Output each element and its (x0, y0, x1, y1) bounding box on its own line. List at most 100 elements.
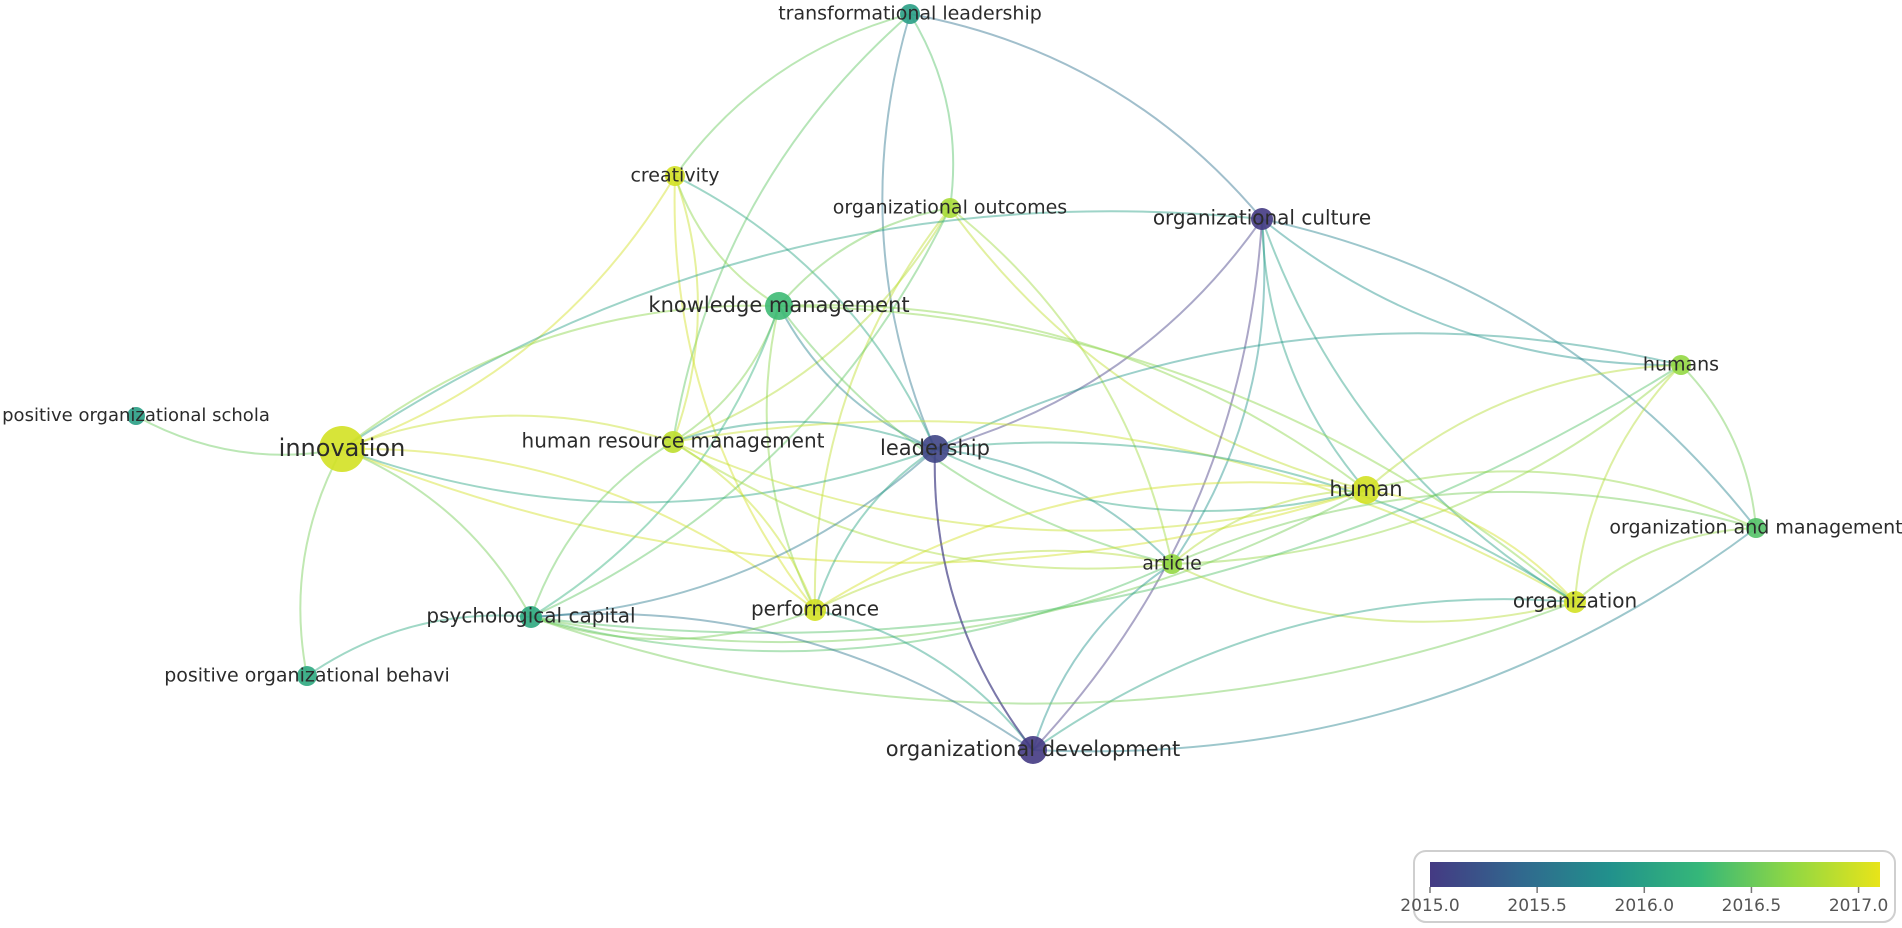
label-transformational-leadership[interactable]: transformational leadership (778, 3, 1042, 25)
edge-organizational_culture-article (1171, 218, 1266, 565)
node-human-resource-management[interactable] (662, 431, 684, 453)
label-leadership[interactable]: leadership (880, 436, 990, 460)
edge-psychological_capital-organizational_development (530, 612, 1034, 751)
edge-humans-psychological_capital (530, 364, 1682, 634)
edge-human-psychological_capital (530, 489, 1367, 644)
edge-psychological_capital-positive_organizational_behavi (306, 614, 532, 677)
edge-article-performance (814, 549, 1173, 611)
edge-humans-organization (1574, 364, 1682, 603)
edge-organization-organization_and_management (1574, 527, 1757, 603)
node-creativity[interactable] (665, 166, 685, 186)
label-human[interactable]: human (1329, 477, 1402, 501)
edge-organizational_culture-humans (1261, 218, 1682, 367)
edge-knowledge_management-innovation (341, 304, 780, 450)
edge-transformational_leadership-organizational_culture (909, 13, 1263, 220)
node-transformational-leadership[interactable] (900, 4, 920, 24)
edge-innovation-psychological_capital (341, 448, 532, 618)
node-layer (127, 4, 1766, 764)
node-organizational-outcomes[interactable] (940, 198, 960, 218)
label-organization-and-management[interactable]: organization and management (1609, 517, 1902, 539)
edge-organization-psychological_capital (530, 601, 1576, 705)
edge-transformational_leadership-organizational_outcomes (909, 13, 955, 209)
node-positive-organizational-schola[interactable] (127, 407, 145, 425)
edge-humans-organization_and_management (1680, 364, 1757, 529)
edge-organization-organizational_development (1032, 598, 1576, 751)
edge-human-organization_and_management (1365, 470, 1757, 529)
edge-creativity-performance (673, 175, 816, 611)
node-organization-and-management[interactable] (1746, 518, 1766, 538)
edge-creativity-knowledge_management (674, 175, 780, 307)
node-psychological-capital[interactable] (520, 606, 542, 628)
label-organizational-development[interactable]: organizational development (886, 737, 1180, 761)
node-article[interactable] (1162, 554, 1182, 574)
legend-tick-label: 2016.5 (1722, 896, 1781, 916)
edge-human_resource_management-organization (672, 420, 1576, 603)
edge-article-organizational_development (1032, 563, 1173, 751)
edge-humans-article (1171, 364, 1682, 565)
edge-knowledge_management-human_resource_management (672, 305, 780, 443)
edge-knowledge_management-leadership (778, 305, 936, 450)
edge-leadership-psychological_capital (530, 448, 936, 618)
edge-leadership-organization (934, 441, 1576, 603)
edge-article-organization (1171, 563, 1576, 623)
label-article[interactable]: article (1142, 553, 1202, 575)
edge-transformational_leadership-creativity (674, 13, 911, 177)
node-organization[interactable] (1564, 591, 1586, 613)
edge-organizational_development-leadership (933, 448, 1034, 751)
label-organizational-culture[interactable]: organizational culture (1153, 206, 1371, 230)
edge-innovation-positive_organizational_behavi (299, 448, 343, 677)
edge-organizational_outcomes-performance (813, 207, 951, 611)
node-human[interactable] (1352, 476, 1380, 504)
node-performance[interactable] (804, 599, 826, 621)
node-knowledge-management[interactable] (765, 292, 793, 320)
label-organizational-outcomes[interactable]: organizational outcomes (833, 197, 1067, 219)
label-positive-organizational-behavi[interactable]: positive organizational behavi (164, 665, 450, 687)
edge-organizational_development-organization_and_management (1032, 527, 1757, 753)
label-knowledge-management[interactable]: knowledge management (648, 293, 909, 317)
label-layer: transformational leadership creativity org… (2, 3, 1902, 762)
edge-organizational_outcomes-knowledge_management (778, 207, 951, 307)
edge-human-organization (1365, 489, 1576, 603)
label-innovation[interactable]: innovation (279, 434, 406, 462)
edge-layer (135, 13, 1757, 753)
edge-organizational_outcomes-human (949, 207, 1367, 491)
legend-tick-label: 2015.5 (1507, 896, 1566, 916)
edge-human_resource_management-performance (672, 441, 816, 611)
node-positive-organizational-behavi[interactable] (297, 666, 317, 686)
label-positive-organizational-schola[interactable]: positive organizational schola (2, 405, 270, 426)
node-organizational-development[interactable] (1019, 736, 1047, 764)
label-creativity[interactable]: creativity (630, 165, 719, 187)
edge-innovation-human_resource_management (341, 414, 674, 450)
label-psychological-capital[interactable]: psychological capital (426, 604, 635, 628)
node-organizational-culture[interactable] (1251, 208, 1273, 230)
edge-creativity-innovation (341, 175, 676, 450)
edge-innovation-human (341, 448, 1367, 564)
edge-psychological_capital-performance (530, 609, 816, 641)
edge-article-organization_and_management (1171, 490, 1757, 565)
legend-tick-label: 2016.0 (1615, 896, 1674, 916)
edge-knowledge_management-article (778, 305, 1173, 565)
node-leadership[interactable] (921, 435, 949, 463)
node-innovation[interactable] (319, 426, 365, 472)
label-performance[interactable]: performance (751, 597, 879, 621)
edge-human_resource_management-leadership (672, 420, 936, 450)
edge-transformational_leadership-human_resource_management (672, 13, 911, 443)
edge-organizational_outcomes-psychological_capital (530, 207, 951, 618)
edge-knowledge_management-performance (765, 305, 816, 611)
node-humans[interactable] (1671, 355, 1691, 375)
label-organization[interactable]: organization (1513, 589, 1637, 613)
edge-organizational_outcomes-article (949, 207, 1173, 565)
edge-article-psychological_capital (530, 563, 1173, 653)
edge-humans-leadership (934, 332, 1682, 450)
edge-human_resource_management-psychological_capital (530, 441, 674, 618)
edge-organizational_culture-human (1261, 218, 1367, 491)
edge-organizational_culture-organization (1261, 218, 1576, 603)
edge-human-performance (814, 481, 1367, 611)
label-humans[interactable]: humans (1643, 354, 1719, 376)
label-human-resource-management[interactable]: human resource management (522, 429, 825, 453)
edge-creativity-leadership (674, 175, 936, 450)
